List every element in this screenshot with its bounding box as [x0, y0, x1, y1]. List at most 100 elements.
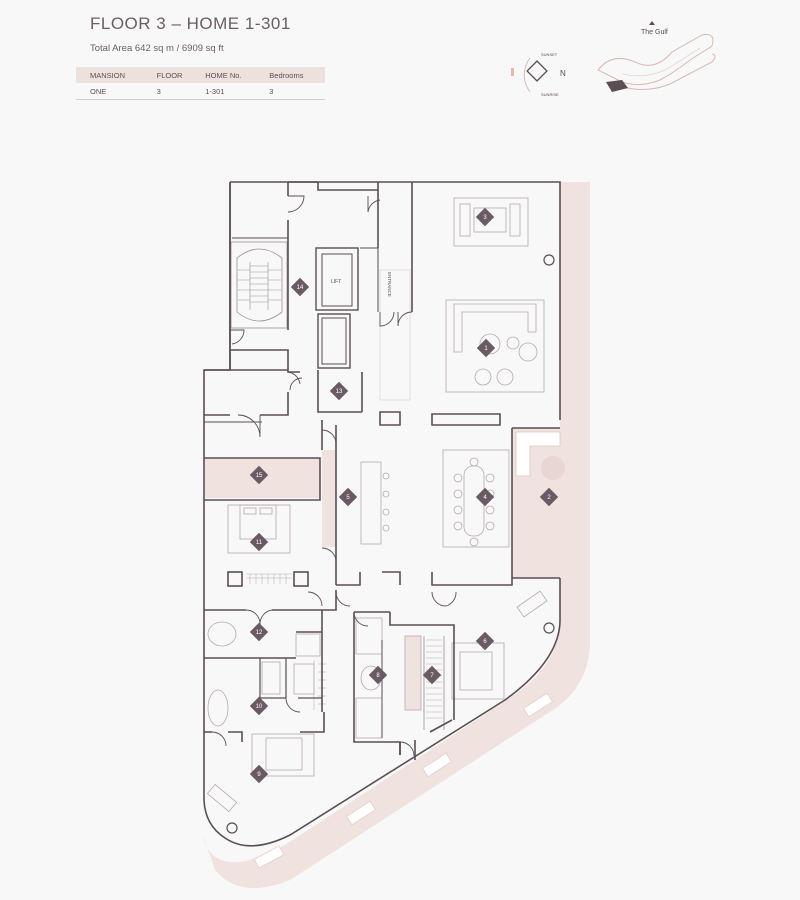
room-marker-8: 8 [368, 665, 388, 685]
column [543, 254, 555, 266]
interior-accent-zones [205, 428, 565, 578]
page-title: FLOOR 3 – HOME 1-301 [90, 14, 291, 33]
room-marker-diamond-icon [249, 622, 269, 642]
stair-steps [250, 265, 268, 303]
room-marker-diamond-icon [290, 277, 310, 297]
room-marker-3: 3 [475, 207, 495, 227]
room-marker-15: 15 [249, 465, 269, 485]
home-info-table: MANSION FLOOR HOME No. Bedrooms ONE 3 1-… [76, 67, 325, 100]
key-plan-highlight [606, 80, 628, 92]
sectional-sofa [453, 303, 537, 353]
key-plan-outline-outer [609, 53, 716, 90]
room-marker-diamond-icon [476, 338, 496, 358]
exterior-wall [203, 181, 561, 847]
compass-sun-icon [511, 68, 514, 76]
info-table-header-row: MANSION FLOOR HOME No. Bedrooms [76, 67, 325, 83]
col-mansion: MANSION [76, 67, 153, 83]
entrance-label: ENTRANCE [387, 272, 392, 297]
room-marker-2: 2 [539, 487, 559, 507]
bathtub-12 [207, 621, 237, 647]
bathtub-10 [207, 689, 229, 727]
cell-home-no: 1-301 [199, 83, 266, 100]
room-marker-number: 7 [430, 673, 434, 679]
furniture [206, 197, 548, 813]
columns [226, 254, 555, 834]
room-marker-diamond-icon [368, 665, 388, 685]
room-marker-12: 12 [249, 622, 269, 642]
room-marker-number: 9 [257, 772, 261, 778]
compass-sunrise-label: SUNRISE [541, 92, 559, 97]
room-marker-number: 2 [547, 495, 551, 501]
doors [211, 195, 457, 757]
room-marker-number: 6 [483, 639, 487, 645]
room-marker-number: 10 [256, 704, 263, 710]
info-table-row: ONE 3 1-301 3 [76, 83, 325, 100]
room-marker-5: 5 [338, 487, 358, 507]
terrace-lounger [421, 752, 453, 778]
lift-label: LIFT [331, 279, 341, 285]
compass-arc [523, 57, 531, 93]
room-marker-4: 4 [475, 487, 495, 507]
room-marker-diamond-icon [422, 665, 442, 685]
north-arrow-icon [649, 21, 655, 25]
terrace [203, 182, 590, 888]
key-plan-outline [597, 34, 714, 86]
room-marker-number: 3 [483, 215, 487, 221]
column [226, 822, 238, 834]
col-bedrooms: Bedrooms [265, 67, 325, 83]
key-plan: The Gulf [597, 21, 716, 92]
lift-shaft [315, 247, 359, 311]
stair-outline [236, 248, 283, 322]
room-marker-number: 8 [376, 673, 380, 679]
room-marker-13: 13 [329, 381, 349, 401]
entrance-corridor [379, 269, 411, 401]
room-marker-number: 14 [297, 285, 304, 291]
terrace-surface [203, 182, 590, 888]
key-plan-label: The Gulf [641, 29, 668, 36]
room-marker-diamond-icon [249, 764, 269, 784]
cell-floor: 3 [152, 83, 200, 100]
column [543, 622, 555, 634]
room-marker-1: 1 [476, 338, 496, 358]
room-marker-9: 9 [249, 764, 269, 784]
compass: N SUNSET SUNRISE [511, 52, 566, 97]
compass-diamond-icon [526, 60, 548, 82]
balcony-sofa [515, 431, 561, 477]
room-marker-14: 14 [290, 277, 310, 297]
room-marker-diamond-icon [475, 487, 495, 507]
col-floor: FLOOR [152, 67, 200, 83]
compass-north-letter: N [560, 69, 566, 78]
room-marker-10: 10 [249, 696, 269, 716]
room-marker-diamond-icon [329, 381, 349, 401]
room-marker-number: 12 [256, 630, 263, 636]
room-marker-11: 11 [249, 532, 269, 552]
lift-car [321, 253, 353, 307]
terrace-lounger [345, 800, 377, 826]
cell-mansion: ONE [76, 83, 153, 100]
total-area: Total Area 642 sq m / 6909 sq ft [90, 43, 224, 54]
room-marker-6: 6 [475, 631, 495, 651]
bed-9 [265, 737, 303, 771]
vanity-7 [404, 635, 422, 711]
walls [203, 181, 561, 847]
room-marker-diamond-icon [475, 207, 495, 227]
room-marker-number: 5 [346, 495, 350, 501]
room-marker-diamond-icon [338, 487, 358, 507]
bed-6 [459, 651, 493, 691]
room-marker-number: 13 [336, 389, 343, 395]
room-marker-number: 11 [256, 540, 263, 546]
kitchen-island [360, 461, 382, 545]
room-marker-number: 15 [256, 473, 263, 479]
compass-sunset-label: SUNSET [541, 52, 558, 57]
terrace-lounger [253, 845, 285, 869]
room-marker-diamond-icon [249, 696, 269, 716]
col-home-no: HOME No. [199, 67, 266, 83]
room-marker-diamond-icon [249, 465, 269, 485]
room-marker-diamond-icon [539, 487, 559, 507]
room-marker-diamond-icon [475, 631, 495, 651]
room-marker-number: 1 [484, 346, 488, 352]
room-marker-number: 4 [483, 495, 487, 501]
terrace-lounger [522, 692, 554, 718]
